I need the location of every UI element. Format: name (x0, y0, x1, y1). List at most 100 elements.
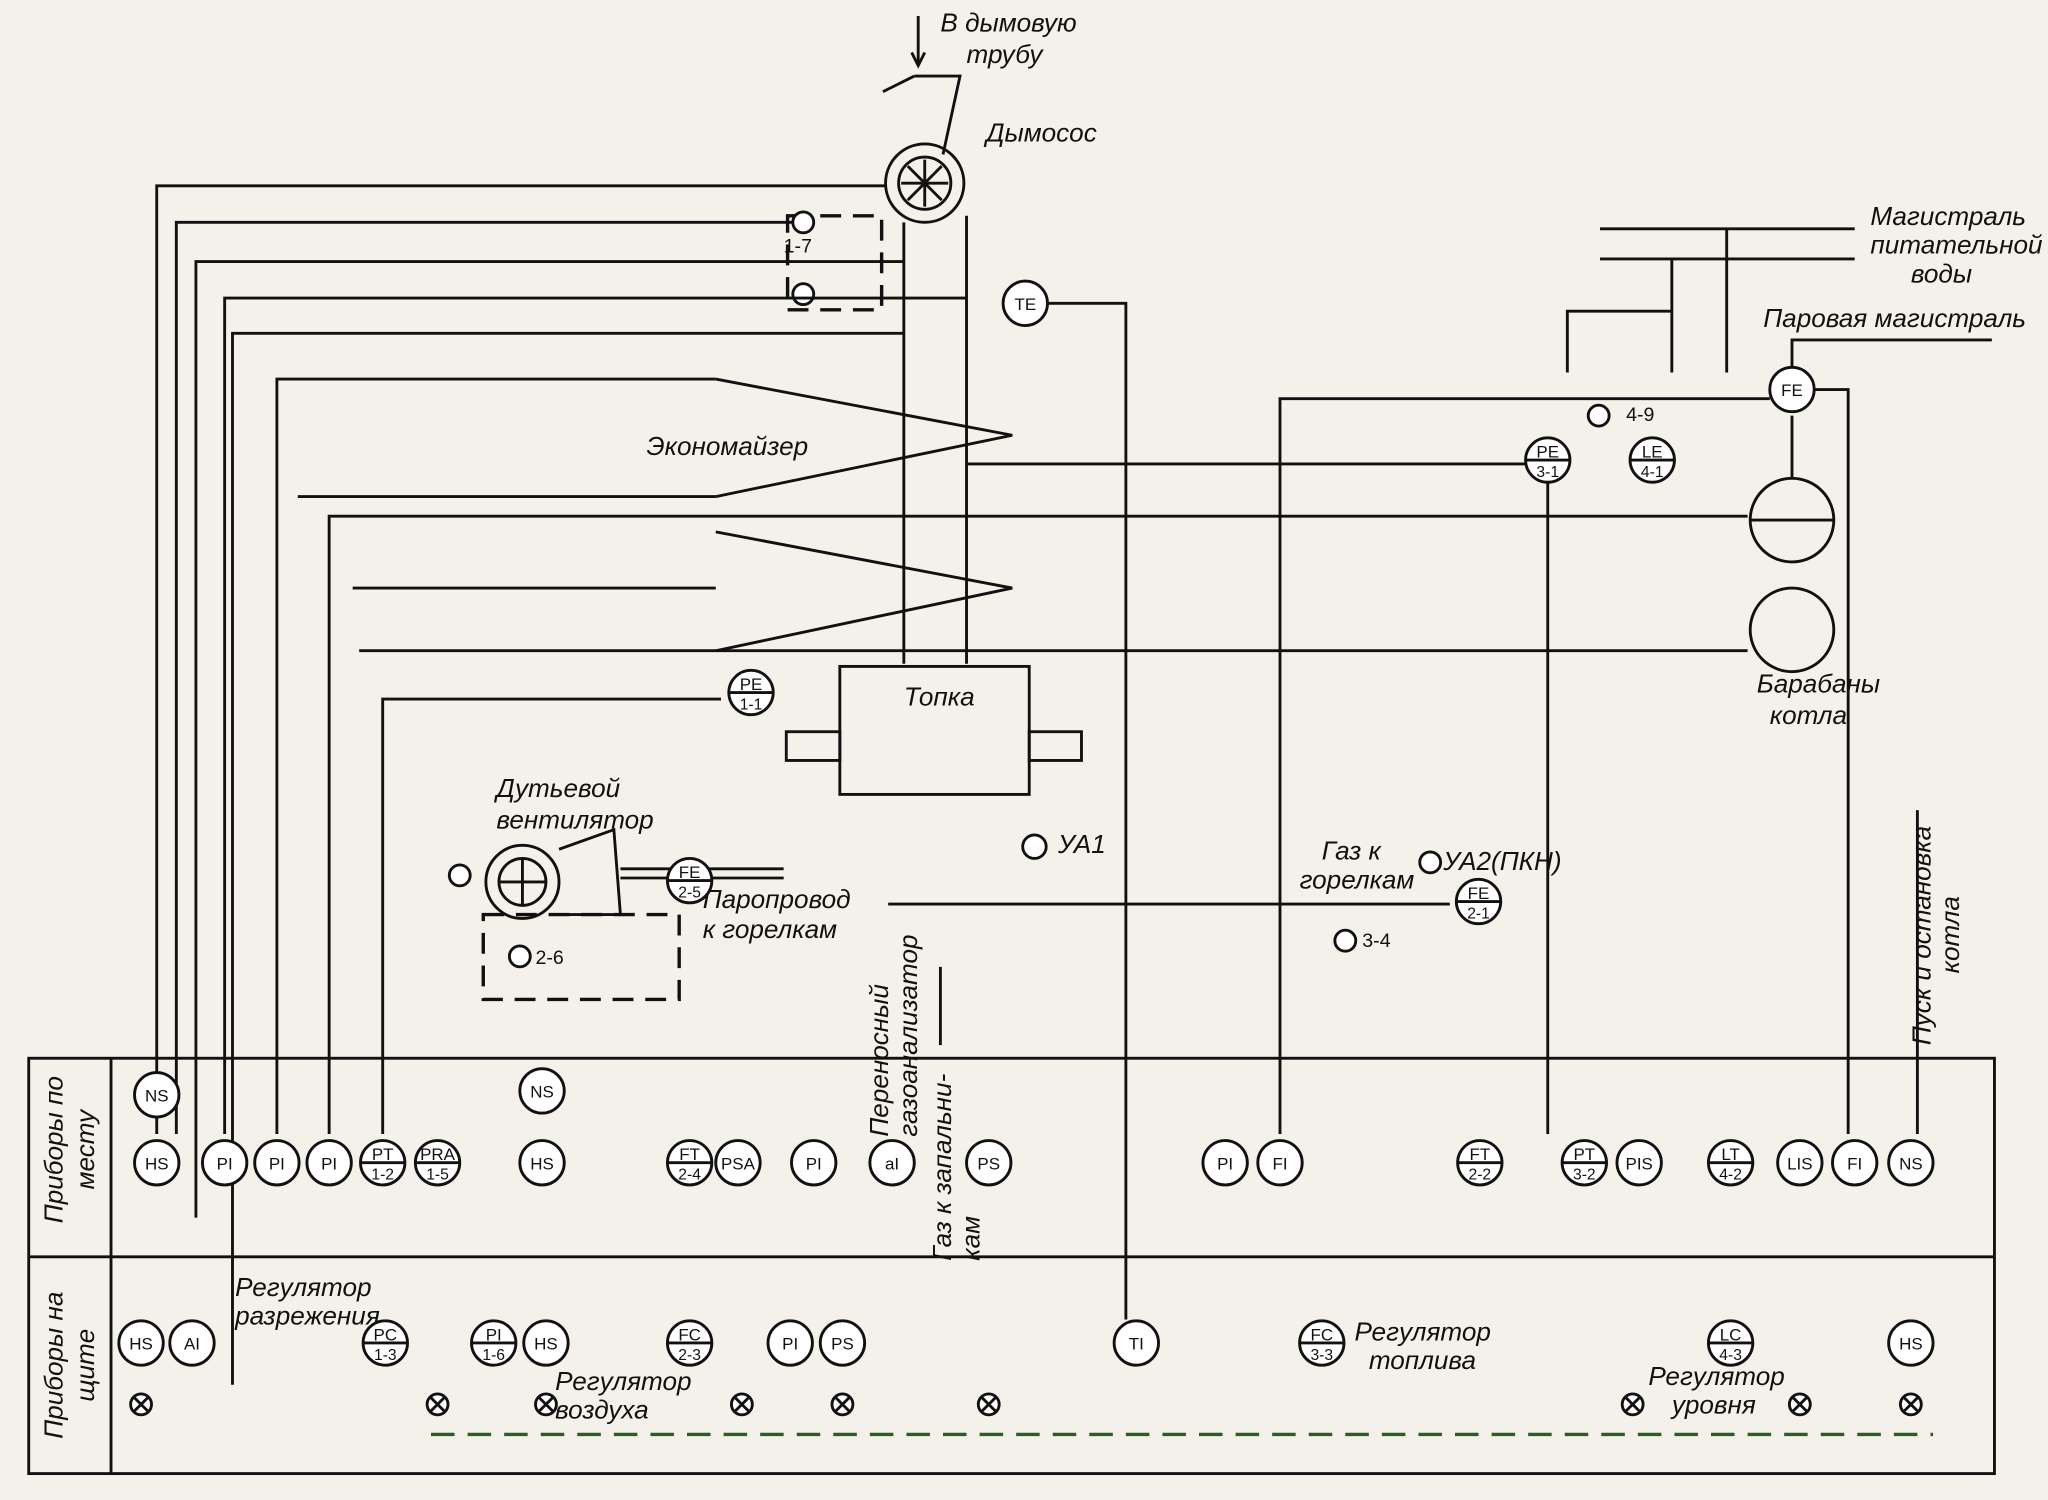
label-feedwater-main: Магистраль (1870, 201, 2026, 231)
instrument-fe21: 2-1FE (1454, 877, 1503, 926)
svg-text:УА1: УА1 (1057, 829, 1106, 859)
panel-actuators (129, 1392, 1923, 1417)
instrument-letters: FC (1310, 1325, 1333, 1344)
instrument-ft22: 2-2FT (1456, 1139, 1504, 1187)
instrument-letters: LIS (1787, 1154, 1812, 1173)
instrument-number: 2-2 (1469, 1167, 1492, 1184)
instrument-fi_f1: FI (1256, 1139, 1304, 1187)
instrument-number: 1-3 (374, 1347, 397, 1364)
instrument-ns_f3: NS (1887, 1139, 1935, 1187)
instrument-hs_p2: HS (522, 1319, 570, 1367)
instrument-letters: HS (1899, 1335, 1923, 1354)
instrument-ps_p: PS (818, 1319, 867, 1367)
label-fuel-regulator: Регулятор (1354, 1316, 1490, 1346)
label-panel-instruments: Приборы нащите (39, 1292, 100, 1439)
instrument-pi_f3: PI (305, 1139, 353, 1187)
instrument-letters: NS (1899, 1154, 1923, 1173)
label-smoke-exhauster: Дымосос (983, 117, 1097, 147)
instrument-fe25: 2-5 FE (665, 856, 714, 905)
instrument-panel-frame (27, 1056, 1996, 1476)
instrument-letters: HS (129, 1335, 153, 1354)
actuator-symbol (425, 1392, 450, 1417)
svg-text:котла: котла (1770, 700, 1847, 730)
instrument-ps_f: PS (965, 1139, 1013, 1187)
label-boiler-drums: Барабаны (1757, 669, 1880, 699)
instrument-number: 3-3 (1310, 1347, 1333, 1364)
instrument-letters: AI (184, 1335, 200, 1354)
svg-text:1-7: 1-7 (784, 235, 812, 257)
instrument-pt32: 3-2PT (1560, 1139, 1608, 1187)
instrument-letters: FE (679, 863, 701, 882)
actuator-symbol (129, 1392, 153, 1417)
instrument-letters: PE (1536, 442, 1559, 461)
economizer-coil-2 (715, 530, 1013, 653)
instrument-number: 2-5 (678, 885, 701, 902)
instrument-letters: PSA (721, 1154, 756, 1173)
instrument-pis: PIS (1615, 1139, 1663, 1187)
instrument-number: 4-3 (1719, 1347, 1742, 1364)
instrument-pi16: 1-6PI (470, 1319, 518, 1367)
svg-text:горелкам: горелкам (1300, 864, 1415, 894)
instrument-pi_f4: PI (790, 1139, 838, 1187)
instrument-pe31: 3-1PE (1524, 436, 1572, 484)
smoke-exhauster (882, 74, 966, 224)
instrument-ft24: 2-4 FT (665, 1139, 714, 1187)
instrument-pi_f1: PI (201, 1139, 249, 1187)
svg-text:кам: кам (956, 1216, 986, 1261)
label-field-instruments: Приборы поместу (39, 1076, 100, 1223)
instrument-ti_p: TI (1112, 1319, 1160, 1367)
lower-drum (1748, 586, 1836, 674)
blower-fan (484, 827, 622, 920)
instrument-letters: PT (1573, 1145, 1595, 1164)
instrument-letters: FI (1847, 1154, 1862, 1173)
instrument-number: 1-1 (740, 697, 763, 714)
instrument-pe11: 1-1PE (727, 668, 775, 717)
instrument-letters: FT (679, 1145, 700, 1164)
instrument-lt42: 4-2LT (1706, 1139, 1755, 1187)
instrument-letters: TE (1014, 295, 1036, 314)
label-furnace: Топка (904, 682, 975, 712)
svg-text:4-9: 4-9 (1626, 404, 1654, 426)
instrument-pi_f5: PI (1201, 1139, 1249, 1187)
instrument-pi_f2: PI (253, 1139, 301, 1187)
instrument-letters: aI (885, 1154, 899, 1173)
instrument-hs_f2: HS (518, 1139, 566, 1187)
instrument-letters: PRA (420, 1145, 456, 1164)
instrument-te: TE (1001, 279, 1049, 327)
actuator-symbol (729, 1392, 754, 1417)
svg-text:УА2(ПКН): УА2(ПКН) (1442, 846, 1561, 876)
instrument-number: 1-5 (426, 1167, 449, 1184)
instrument-letters: PS (831, 1335, 854, 1354)
instrument-letters: PI (1217, 1154, 1233, 1173)
svg-text:трубу: трубу (967, 39, 1045, 69)
instrument-letters: PI (486, 1325, 502, 1344)
instrument-letters: HS (145, 1154, 169, 1173)
actuator-symbol (534, 1392, 558, 1417)
instrument-number: 4-1 (1641, 464, 1664, 481)
svg-text:3-4: 3-4 (1362, 930, 1390, 952)
svg-text:газоанализатор: газоанализатор (893, 934, 923, 1136)
instrument-lis: LIS (1776, 1139, 1824, 1187)
instrument-letters: FI (1272, 1154, 1287, 1173)
instrument-number: 2-4 (678, 1167, 701, 1184)
instrument-letters: PI (806, 1154, 822, 1173)
instrument-letters: PC (374, 1325, 398, 1344)
instrument-letters: HS (530, 1154, 554, 1173)
label-chimney: В дымовую (940, 8, 1076, 38)
actuator-symbol (1620, 1392, 1645, 1417)
instrument-letters: LE (1642, 442, 1663, 461)
instrument-ai_p: AI (168, 1319, 216, 1367)
svg-text:воды: воды (1911, 258, 1972, 288)
instrument-letters: PT (372, 1145, 394, 1164)
instrument-fc33: 3-3 FC (1298, 1319, 1346, 1367)
instrument-letters: LC (1720, 1325, 1742, 1344)
instrument-letters: LT (1721, 1145, 1740, 1164)
label-steam-pipe-burners: Паропровод (703, 884, 851, 914)
instrument-pra15: 1-5 PRA (413, 1139, 462, 1187)
instrument-le41: 4-1 LE (1628, 436, 1676, 484)
actuator-symbol (830, 1392, 855, 1417)
label-economizer: Экономайзер (647, 431, 809, 461)
instrument-number: 2-1 (1467, 905, 1490, 922)
